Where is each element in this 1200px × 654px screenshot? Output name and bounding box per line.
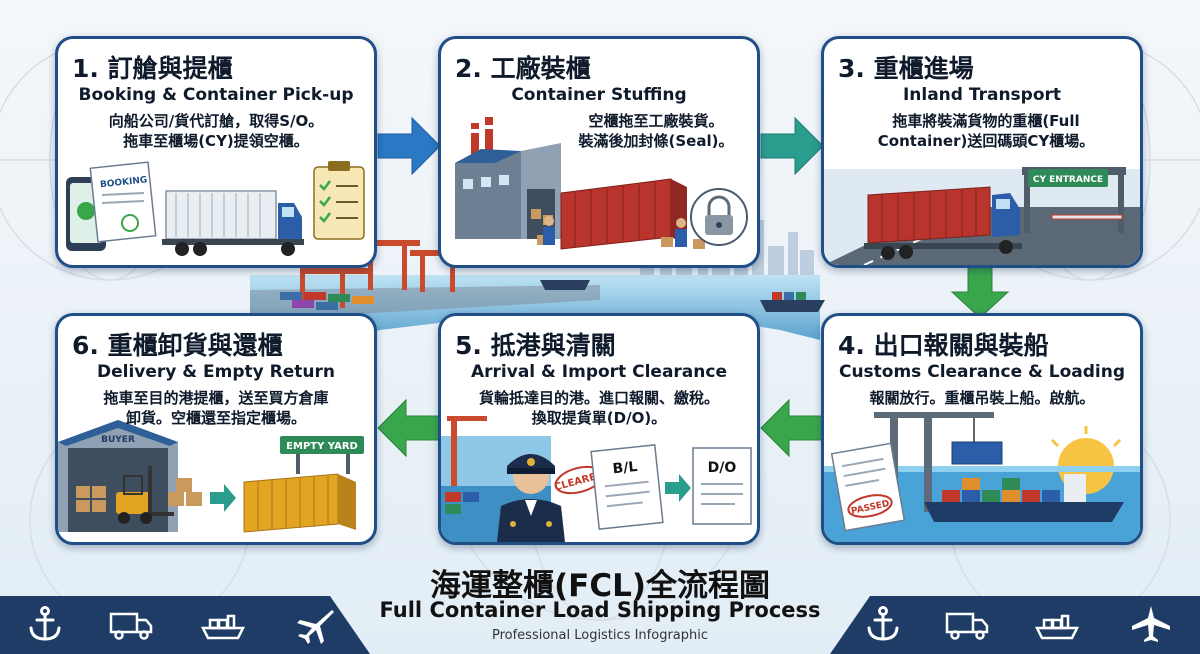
step-card-booking: BOOKING 1. 訂艙與提櫃 Booking & Container Pic… bbox=[55, 36, 377, 268]
ship-icon bbox=[200, 614, 246, 640]
arrival-clearance-illustration: CLEARED B/L D/O bbox=[441, 416, 752, 542]
step-description: 向船公司/貨代訂艙，取得S/O。 拖車至櫃場(CY)提領空櫃。 bbox=[66, 111, 366, 151]
step-description: 空櫃拖至工廠裝貨。 裝滿後加封條(Seal)。 bbox=[561, 111, 751, 151]
buyer-sign: BUYER bbox=[101, 435, 135, 445]
anchor-icon bbox=[867, 606, 899, 641]
description-line: 向船公司/貨代訂艙，取得S/O。 bbox=[108, 112, 324, 130]
step-subtitle: Arrival & Import Clearance bbox=[471, 362, 727, 382]
step-title: 1. 訂艙與提櫃 bbox=[72, 54, 233, 83]
step-subtitle: Container Stuffing bbox=[511, 85, 687, 105]
airplane-icon bbox=[1132, 606, 1170, 642]
description-line: 拖車至櫃場(CY)提領空櫃。 bbox=[123, 132, 309, 150]
step-description: 報關放行。重櫃吊裝上船。啟航。 bbox=[832, 388, 1132, 408]
step-subtitle: Customs Clearance & Loading bbox=[838, 362, 1126, 382]
booking-doc-label: BOOKING bbox=[100, 175, 148, 190]
description-line: Container)送回碼頭CY櫃場。 bbox=[877, 132, 1095, 150]
step-subtitle: Delivery & Empty Return bbox=[97, 362, 335, 382]
anchor-icon bbox=[29, 606, 61, 641]
inland-transport-illustration: CY ENTRANCE bbox=[824, 167, 1140, 265]
stuffing-illustration bbox=[455, 117, 748, 250]
step-card-delivery-return: BUYER EMPTY YARD 6. 重櫃卸貨與還櫃 Delivery & E… bbox=[55, 313, 377, 545]
step-title: 6. 重櫃卸貨與還櫃 bbox=[72, 331, 283, 360]
step-description: 拖車至目的港提櫃，送至買方倉庫 卸貨。空櫃還至指定櫃場。 bbox=[66, 388, 366, 428]
delivery-return-illustration: BUYER EMPTY YARD bbox=[58, 420, 364, 533]
customs-loading-illustration: PASSED bbox=[824, 412, 1140, 542]
step-description: 拖車將裝滿貨物的重櫃(Full Container)送回碼頭CY櫃場。 bbox=[844, 111, 1128, 151]
bl-doc-label: B/L bbox=[612, 459, 638, 478]
description-line: 貨輪抵達目的港。進口報關、繳稅。 bbox=[478, 389, 719, 407]
empty-yard-sign: EMPTY YARD bbox=[286, 441, 358, 452]
booking-illustration: BOOKING bbox=[66, 161, 365, 256]
step-card-stuffing: 2. 工廠裝櫃 Container Stuffing 空櫃拖至工廠裝貨。 裝滿後… bbox=[438, 36, 760, 268]
do-doc-label: D/O bbox=[708, 460, 737, 476]
step-card-customs-loading: PASSED 4. 出口報關與裝船 Customs Clearance & Lo… bbox=[821, 313, 1143, 545]
step-description: 貨輪抵達目的港。進口報關、繳稅。 換取提貨單(D/O)。 bbox=[449, 388, 749, 428]
step-title: 2. 工廠裝櫃 bbox=[455, 54, 591, 83]
footer-title-english: Full Container Load Shipping Process bbox=[379, 598, 821, 622]
footer-tagline: Professional Logistics Infographic bbox=[491, 628, 709, 643]
description-line: 拖車將裝滿貨物的重櫃(Full bbox=[892, 112, 1080, 130]
description-line: 拖車至目的港提櫃，送至買方倉庫 bbox=[103, 389, 329, 407]
description-line: 空櫃拖至工廠裝貨。 bbox=[588, 112, 724, 130]
ship-icon bbox=[1034, 614, 1080, 640]
truck-icon bbox=[945, 612, 989, 640]
step-title: 3. 重櫃進場 bbox=[838, 54, 974, 83]
footer-title-chinese: 海運整櫃(FCL)全流程圖 bbox=[429, 568, 770, 604]
description-line: 換取提貨單(D/O)。 bbox=[531, 409, 667, 427]
step-subtitle: Inland Transport bbox=[902, 85, 1062, 105]
description-line: 裝滿後加封條(Seal)。 bbox=[578, 132, 734, 150]
step-card-arrival-clearance: CLEARED B/L D/O 5. 抵港與清關 Arrival & Impor… bbox=[438, 313, 760, 545]
description-line: 卸貨。空櫃還至指定櫃場。 bbox=[125, 409, 306, 427]
step-card-inland-transport: CY ENTRANCE 3. 重櫃進場 Inland Transport 拖車將… bbox=[821, 36, 1143, 268]
description-line: 報關放行。重櫃吊裝上船。啟航。 bbox=[869, 389, 1095, 407]
step-title: 5. 抵港與清關 bbox=[455, 331, 616, 360]
step-title: 4. 出口報關與裝船 bbox=[838, 331, 1049, 360]
cy-entrance-sign: CY ENTRANCE bbox=[1033, 175, 1103, 185]
airplane-icon bbox=[297, 610, 334, 644]
step-subtitle: Booking & Container Pick-up bbox=[78, 85, 354, 105]
truck-icon bbox=[109, 612, 153, 640]
